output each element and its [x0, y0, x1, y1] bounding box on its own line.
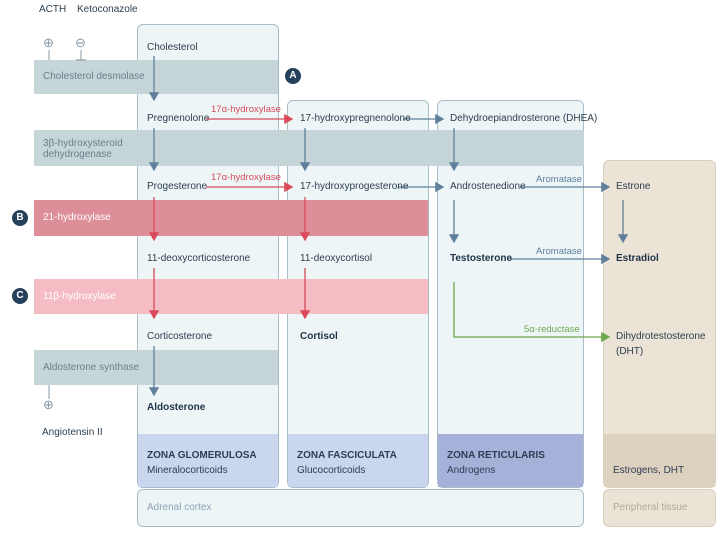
arrow-testosterone-dht [453, 282, 611, 343]
peripheral-column [603, 160, 716, 488]
band-3b-hsd-label-1: 3β-hydroxysteroid [43, 138, 123, 149]
band-cholesterol-desmolase-label: Cholesterol desmolase [43, 71, 145, 82]
enzyme-17a-hydroxylase-2: 17α-hydroxylase [211, 172, 281, 183]
compound-androstenedione: Androstenedione [450, 181, 526, 192]
compound-aldosterone: Aldosterone [147, 402, 206, 413]
acth-label: ACTH [39, 4, 67, 15]
zone-fasciculata-title: ZONA FASCICULATA [297, 450, 397, 461]
band-cholesterol-desmolase: Cholesterol desmolase [34, 60, 278, 94]
enzyme-aromatase-1: Aromatase [536, 174, 582, 185]
compound-testosterone: Testosterone [450, 253, 513, 264]
band-21-hydroxylase-label: 21-hydroxylase [43, 212, 111, 223]
angiotensin-stimulate-icon: ⊕ [43, 397, 54, 412]
compound-11-deoxycorticosterone: 11-deoxycorticosterone [147, 253, 251, 264]
compound-17-oh-pregnenolone: 17-hydroxypregnenolone [300, 113, 411, 124]
band-21-hydroxylase: 21-hydroxylase [34, 200, 428, 236]
zone-glomerulosa: ZONA GLOMERULOSA Mineralocorticoids [138, 434, 278, 487]
ketoconazole-inhibit-icon: ⊖ [75, 35, 86, 50]
band-3b-hsd: 3β-hydroxysteroid dehydrogenase [34, 130, 584, 166]
compound-corticosterone: Corticosterone [147, 331, 213, 342]
angiotensin-label: Angiotensin II [42, 427, 103, 438]
zone-peripheral-subtitle: Estrogens, DHT [613, 465, 685, 476]
compound-progesterone: Progesterone [147, 181, 208, 192]
compound-11-deoxycortisol: 11-deoxycortisol [300, 253, 373, 264]
zone-fasciculata: ZONA FASCICULATA Glucocorticoids [288, 434, 428, 487]
glomerulosa-column [137, 24, 279, 488]
band-11b-hydroxylase-label: 11β-hydroxylase [43, 291, 116, 302]
zone-glomerulosa-title: ZONA GLOMERULOSA [147, 450, 257, 461]
acth-stimulate-icon: ⊕ [43, 35, 54, 50]
compound-dhea: Dehydroepiandrosterone (DHEA) [450, 113, 598, 124]
compound-dht-line2: (DHT) [616, 346, 644, 357]
band-3b-hsd-label-2: dehydrogenase [43, 149, 112, 160]
compound-estrone: Estrone [616, 181, 651, 192]
enzyme-aromatase-2: Aromatase [536, 246, 582, 257]
compound-cholesterol: Cholesterol [147, 42, 198, 53]
band-aldosterone-synthase: Aldosterone synthase [34, 350, 278, 385]
band-11b-hydroxylase: 11β-hydroxylase [34, 279, 428, 314]
adrenal-cortex-footer: Adrenal cortex [137, 489, 584, 527]
compound-cortisol: Cortisol [300, 331, 338, 342]
zone-reticularis-title: ZONA RETICULARIS [447, 450, 545, 461]
compound-estradiol: Estradiol [616, 253, 659, 264]
zone-fasciculata-subtitle: Glucocorticoids [297, 465, 366, 476]
tag-a: A [285, 68, 301, 84]
peripheral-tissue-footer: Peripheral tissue [603, 489, 716, 527]
band-aldosterone-synthase-label: Aldosterone synthase [43, 362, 140, 373]
tag-c: C [12, 288, 28, 304]
compound-pregnenolone: Pregnenolone [147, 113, 210, 124]
zone-reticularis: ZONA RETICULARIS Androgens [438, 434, 583, 487]
ketoconazole-label: Ketoconazole [77, 4, 138, 15]
compound-17-oh-progesterone: 17-hydroxyprogesterone [300, 181, 409, 192]
zone-peripheral: Estrogens, DHT [604, 434, 715, 487]
compound-dht-line1: Dihydrotestosterone [616, 331, 706, 342]
zone-glomerulosa-subtitle: Mineralocorticoids [147, 465, 228, 476]
enzyme-5a-reductase: 5α-reductase [524, 324, 580, 335]
tag-b: B [12, 210, 28, 226]
enzyme-17a-hydroxylase-1: 17α-hydroxylase [211, 104, 281, 115]
zone-reticularis-subtitle: Androgens [447, 465, 496, 476]
